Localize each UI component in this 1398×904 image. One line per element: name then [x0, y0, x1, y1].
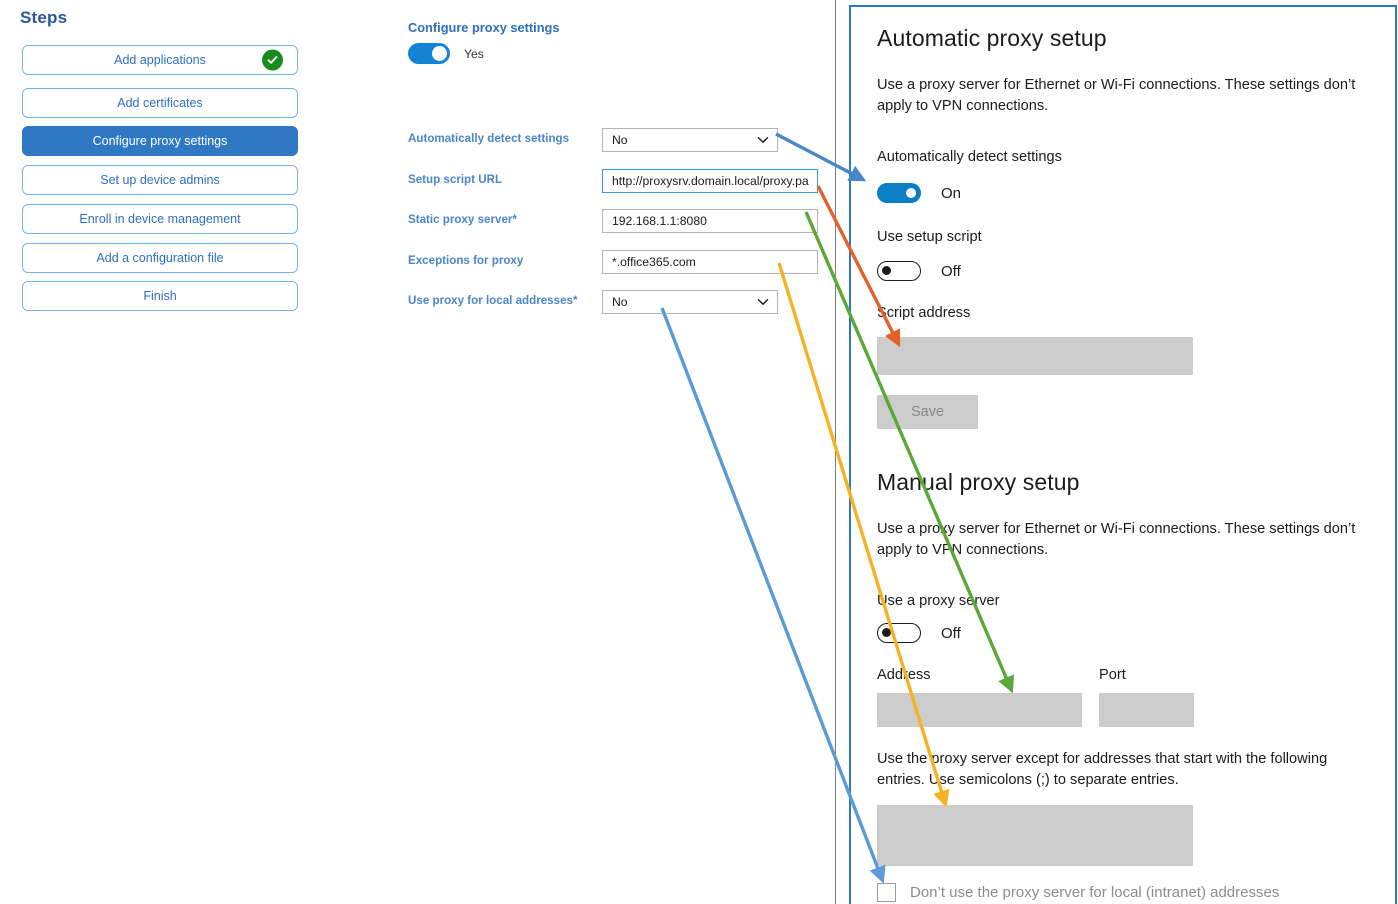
- toggle-switch-off[interactable]: [877, 261, 921, 281]
- port-input[interactable]: [1099, 693, 1194, 727]
- step-button-set-up-device-admins[interactable]: Set up device admins: [22, 165, 298, 195]
- toggle-label: Yes: [464, 46, 484, 61]
- toggle-switch-on[interactable]: [877, 183, 921, 203]
- check-circle-icon: [262, 49, 283, 71]
- toggle-state-label: Off: [941, 262, 961, 280]
- configure-proxy-toggle[interactable]: Yes: [408, 43, 484, 64]
- use-a-proxy-server-toggle[interactable]: Off: [877, 623, 961, 643]
- use-setup-script-label: Use setup script: [877, 229, 982, 245]
- field-label: Use proxy for local addresses*: [408, 294, 578, 307]
- proxy-exceptions-input[interactable]: [877, 805, 1193, 866]
- step-label: Add certificates: [117, 96, 203, 110]
- field-row-use-proxy-for-local-addresses: Use proxy for local addresses* No: [330, 290, 835, 314]
- select-automatically-detect-settings[interactable]: No: [602, 128, 778, 152]
- toggle-knob: [432, 46, 447, 61]
- chevron-down-icon: [757, 134, 769, 146]
- step-label: Set up device admins: [100, 173, 220, 187]
- step-button-add-a-configuration-file[interactable]: Add a configuration file: [22, 243, 298, 273]
- manual-proxy-setup-heading: Manual proxy setup: [877, 469, 1080, 495]
- windows-proxy-settings-panel: Automatic proxy setup Use a proxy server…: [849, 5, 1397, 904]
- port-label: Port: [1099, 667, 1126, 683]
- step-label: Enroll in device management: [79, 212, 241, 226]
- input-value: *.office365.com: [612, 255, 696, 269]
- use-a-proxy-server-label: Use a proxy server: [877, 593, 1000, 609]
- address-label: Address: [877, 667, 931, 683]
- step-button-enroll-in-device-management[interactable]: Enroll in device management: [22, 204, 298, 234]
- step-label: Configure proxy settings: [92, 134, 228, 148]
- select-value: No: [612, 133, 628, 147]
- field-label: Static proxy server*: [408, 213, 517, 226]
- step-button-add-applications[interactable]: Add applications: [22, 45, 298, 75]
- step-label: Finish: [143, 289, 177, 303]
- step-button-configure-proxy-settings[interactable]: Configure proxy settings: [22, 126, 298, 156]
- toggle-switch-off[interactable]: [877, 623, 921, 643]
- select-use-proxy-for-local-addresses[interactable]: No: [602, 290, 778, 314]
- automatically-detect-settings-label: Automatically detect settings: [877, 149, 1062, 165]
- toggle-knob: [882, 266, 891, 275]
- toggle-state-label: On: [941, 184, 962, 202]
- step-label: Add applications: [114, 53, 206, 67]
- input-value: 192.168.1.1:8080: [612, 214, 707, 228]
- address-input[interactable]: [877, 693, 1082, 727]
- input-setup-script-url[interactable]: http://proxysrv.domain.local/proxy.pa: [602, 169, 818, 193]
- field-label: Setup script URL: [408, 173, 503, 186]
- input-static-proxy-server[interactable]: 192.168.1.1:8080: [602, 209, 818, 233]
- automatically-detect-settings-toggle[interactable]: On: [877, 183, 961, 203]
- save-button[interactable]: Save: [877, 395, 978, 429]
- step-label: Add a configuration file: [96, 251, 224, 265]
- toggle-switch-on[interactable]: [408, 43, 450, 64]
- manual-proxy-setup-description: Use a proxy server for Ethernet or Wi-Fi…: [877, 521, 1356, 558]
- input-exceptions-for-proxy[interactable]: *.office365.com: [602, 250, 818, 274]
- proxy-exceptions-description: Use the proxy server except for addresse…: [877, 751, 1328, 788]
- bypass-local-addresses-row[interactable]: Don’t use the proxy server for local (in…: [877, 883, 1279, 902]
- bypass-local-addresses-label: Don’t use the proxy server for local (in…: [910, 884, 1280, 901]
- step-button-add-certificates[interactable]: Add certificates: [22, 88, 298, 118]
- chevron-down-icon: [757, 296, 769, 308]
- toggle-knob: [906, 188, 916, 198]
- steps-title: Steps: [20, 8, 68, 27]
- field-row-static-proxy-server: Static proxy server* 192.168.1.1:8080: [330, 209, 835, 233]
- toggle-knob: [882, 628, 891, 637]
- automatic-proxy-setup-heading: Automatic proxy setup: [877, 25, 1107, 51]
- panel-divider: [835, 0, 836, 904]
- field-row-automatically-detect-settings: Automatically detect settings No: [330, 128, 835, 152]
- select-value: No: [612, 295, 628, 309]
- toggle-state-label: Off: [941, 624, 961, 642]
- steps-panel: Steps Add applications Add certificates …: [0, 0, 330, 904]
- script-address-label: Script address: [877, 305, 971, 321]
- field-row-setup-script-url: Setup script URL http://proxysrv.domain.…: [330, 169, 835, 193]
- checkbox-icon[interactable]: [877, 883, 896, 902]
- automatic-proxy-setup-description: Use a proxy server for Ethernet or Wi-Fi…: [877, 77, 1356, 114]
- input-value: http://proxysrv.domain.local/proxy.pa: [612, 174, 809, 188]
- field-label: Automatically detect settings: [408, 132, 570, 145]
- field-label: Exceptions for proxy: [408, 254, 524, 267]
- form-heading: Configure proxy settings: [408, 20, 560, 35]
- field-row-exceptions-for-proxy: Exceptions for proxy *.office365.com: [330, 250, 835, 274]
- step-button-finish[interactable]: Finish: [22, 281, 298, 311]
- use-setup-script-toggle[interactable]: Off: [877, 261, 961, 281]
- proxy-form-panel: Configure proxy settings Yes Automatical…: [330, 0, 835, 904]
- script-address-input[interactable]: [877, 337, 1193, 375]
